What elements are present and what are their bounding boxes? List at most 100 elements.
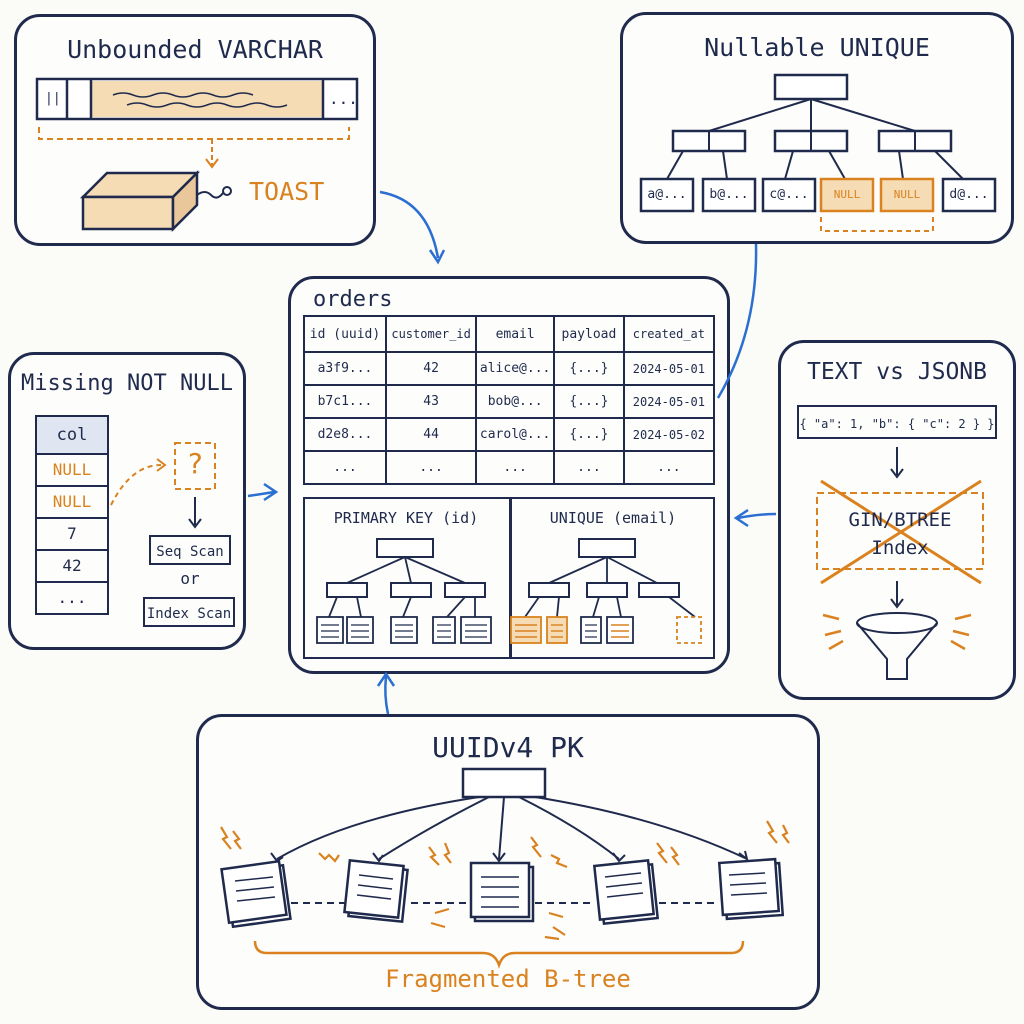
table-cell: 42 <box>384 351 478 386</box>
seq-scan-box: Seq Scan <box>149 535 231 565</box>
unique-leaf-null-1 <box>819 177 875 213</box>
table-cell: ... <box>475 450 556 485</box>
toast-label: TOAST <box>249 177 325 206</box>
uuidv4-pk-panel: UUIDv4 PK <box>196 714 820 1010</box>
pk-index-label: PRIMARY KEY (id) <box>333 509 479 527</box>
orders-col-email: email <box>475 315 556 353</box>
or-label: or <box>180 569 200 588</box>
fragmentation-sparks <box>220 820 790 941</box>
arrow-notnull-to-orders <box>247 490 275 498</box>
orders-panel: orders id (uuid) customer_id email paylo… <box>288 276 730 674</box>
table-cell: ... <box>384 450 478 485</box>
varchar-cell-right: ... <box>329 89 358 108</box>
email-index-empty-leaf <box>676 616 702 644</box>
unique-leaf-null-2 <box>879 177 935 213</box>
unique-index-label: UNIQUE (email) <box>549 509 677 527</box>
varchar-illustration <box>35 77 359 233</box>
varchar-squiggle-2 <box>126 102 288 108</box>
arrowhead-jsonb <box>733 508 749 528</box>
table-cell: {...} <box>553 351 625 386</box>
varchar-cell-left: || <box>45 91 61 106</box>
nullable-unique-title: Nullable UNIQUE <box>704 33 930 62</box>
table-cell: {...} <box>553 417 625 452</box>
column-stack: col NULL NULL 7 42 ... <box>35 415 109 615</box>
table-cell: bob@... <box>475 384 556 419</box>
gin-index-line2: Index <box>871 537 929 559</box>
cross-out-line-2 <box>820 479 982 585</box>
table-row: a3f9... 42 alice@... {...} 2024-05-01 <box>303 351 716 386</box>
index-scan-box: Index Scan <box>143 597 235 627</box>
unique-leaf-label-3: c@... <box>769 187 809 202</box>
table-row: b7c1... 43 bob@... {...} 2024-05-01 <box>303 384 716 419</box>
table-cell: alice@... <box>475 351 556 386</box>
table-cell: 43 <box>384 384 478 419</box>
uuid-leaf-pages <box>220 857 785 929</box>
uuid-root-node <box>461 767 547 799</box>
unique-leaf-label-1: a@... <box>647 187 687 202</box>
unique-leaf-label-null-2: NULL <box>893 188 921 201</box>
arrow-uuid-to-orders <box>384 675 390 715</box>
missing-not-null-panel: Missing NOT NULL col NULL NULL 7 42 ... … <box>8 352 246 650</box>
arrowhead-varchar <box>428 249 446 265</box>
indexes-divider <box>509 497 512 659</box>
orders-header-row: id (uuid) customer_id email payload crea… <box>303 315 716 353</box>
unique-btree <box>639 73 997 232</box>
table-cell: ... <box>303 450 387 485</box>
varchar-payload-fill <box>91 81 323 117</box>
table-cell: 2024-05-01 <box>622 351 716 386</box>
column-value-null-1: NULL <box>37 455 107 487</box>
unique-leaf-label-null-1: NULL <box>833 188 861 201</box>
toast-box-side <box>171 169 199 233</box>
orders-col-created-at: created_at <box>622 315 716 353</box>
varchar-squiggle-1 <box>112 92 254 98</box>
orders-col-id: id (uuid) <box>303 315 387 353</box>
table-row: d2e8... 44 carol@... {...} 2024-05-02 <box>303 417 716 452</box>
unknown-value-box <box>174 442 216 490</box>
varchar-panel-title: Unbounded VARCHAR <box>67 35 323 64</box>
unique-root-node <box>773 73 849 101</box>
uuidv4-pk-title: UUIDv4 PK <box>432 731 584 764</box>
table-row: ... ... ... ... ... <box>303 450 716 485</box>
gin-index-box <box>816 492 984 570</box>
table-cell: d2e8... <box>303 417 387 452</box>
varchar-panel: Unbounded VARCHAR || ... TOAST <box>14 14 376 246</box>
fragmentation-brace <box>253 940 745 969</box>
index-trees <box>316 538 702 644</box>
orders-col-customer-id: customer_id <box>384 315 478 353</box>
not-null-arrows <box>110 442 216 529</box>
null-duplicates-bracket <box>820 217 934 232</box>
table-cell: a3f9... <box>303 351 387 386</box>
jsonb-illustration <box>816 447 984 680</box>
unique-leaf-2 <box>701 177 757 213</box>
gin-index-line1: GIN/BTREE <box>848 509 952 531</box>
column-header: col <box>37 417 107 455</box>
orders-table: id (uuid) customer_id email payload crea… <box>303 315 716 485</box>
missing-not-null-title: Missing NOT NULL <box>21 371 233 396</box>
table-cell: ... <box>553 450 625 485</box>
arrow-jsonb-to-orders <box>737 512 777 520</box>
unique-leaf-label-6: d@... <box>949 187 989 202</box>
unique-leaf-1 <box>639 177 695 213</box>
funnel-strain-marks <box>822 613 972 651</box>
email-index-root-node <box>578 538 636 558</box>
column-value-3: 7 <box>37 519 107 551</box>
unique-leaf-label-2: b@... <box>709 187 749 202</box>
arrowhead-notnull <box>263 482 279 502</box>
question-mark: ? <box>186 447 204 480</box>
table-cell: {...} <box>553 384 625 419</box>
column-value-4: 42 <box>37 551 107 583</box>
varchar-bracket <box>38 127 350 140</box>
text-vs-jsonb-title: TEXT vs JSONB <box>806 359 987 385</box>
table-cell: 2024-05-01 <box>622 384 716 419</box>
funnel-icon <box>856 612 938 634</box>
nullable-unique-panel: Nullable UNIQUE a@... b@... c@... NULL N… <box>620 12 1014 244</box>
arrowhead-uuid <box>376 671 396 687</box>
toast-chain <box>196 191 224 199</box>
toast-box-front <box>81 195 175 231</box>
unique-leaf-3 <box>761 177 817 213</box>
email-index-null-leaves <box>510 616 568 644</box>
orders-col-payload: payload <box>553 315 625 353</box>
table-cell: b7c1... <box>303 384 387 419</box>
fragmented-btree <box>220 767 790 969</box>
column-value-null-2: NULL <box>37 487 107 519</box>
